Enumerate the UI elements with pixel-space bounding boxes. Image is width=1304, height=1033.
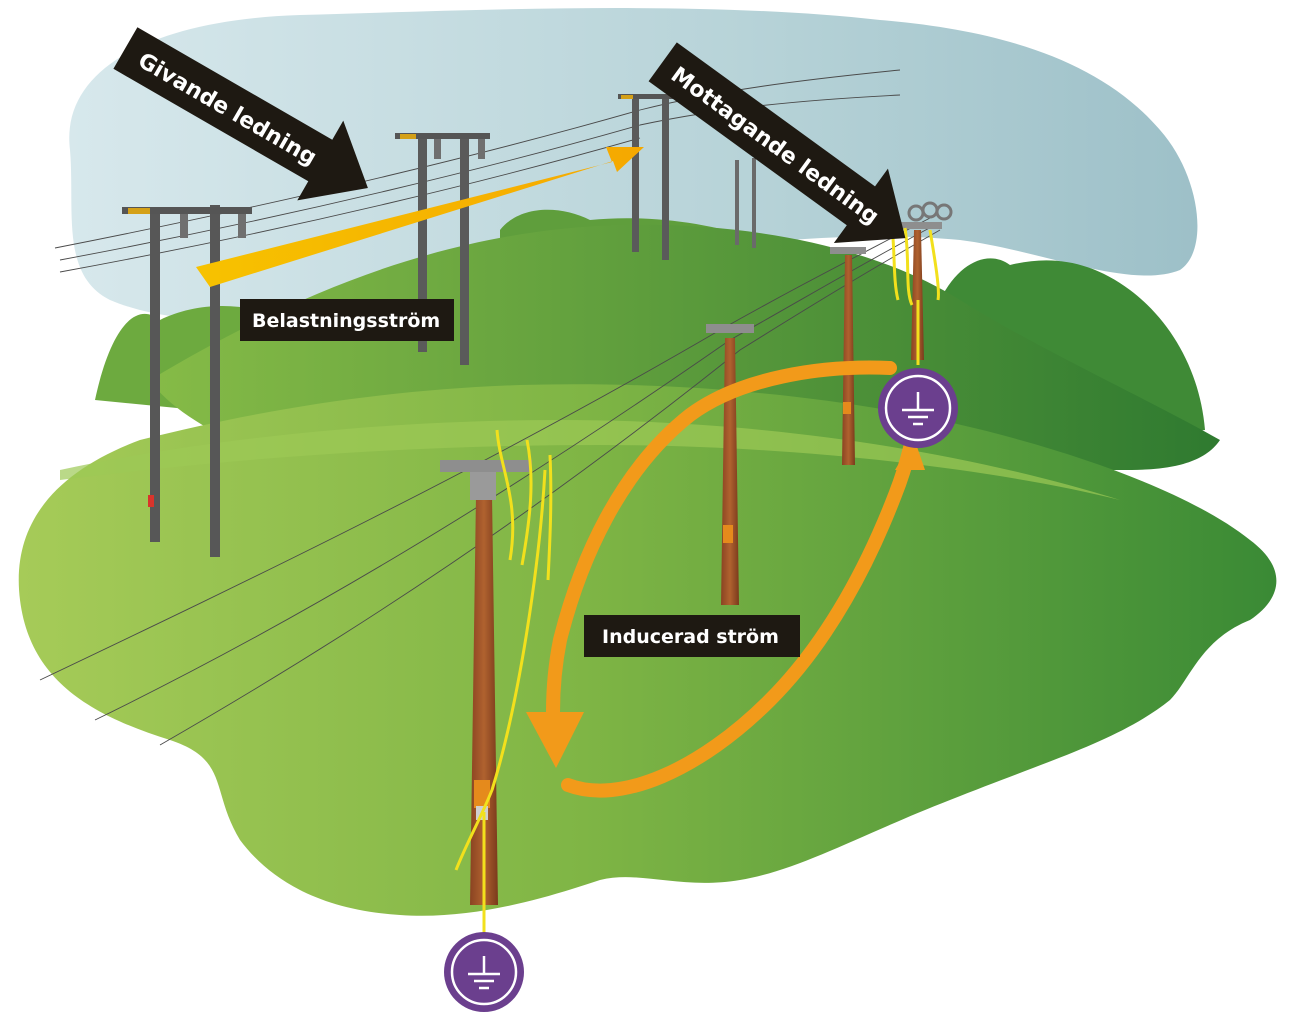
load-current-label: Belastningsström	[252, 310, 440, 332]
induced-current-arrow-down	[546, 360, 897, 719]
ground-icon	[444, 932, 524, 1012]
induced-current-arrow-up	[561, 441, 917, 798]
steel-pole-mid	[395, 133, 490, 365]
steel-pole-far	[618, 94, 756, 260]
induced-current-label: Inducerad ström	[602, 626, 779, 648]
meadow-ridge	[60, 420, 1120, 500]
induced-arrowhead-down	[526, 712, 584, 768]
induced-current-label-box: Inducerad ström	[584, 615, 800, 657]
induced-arrowhead-up	[895, 438, 925, 470]
wood-pole-far	[900, 201, 953, 360]
wood-pole-back	[830, 247, 866, 465]
back-hill-right	[940, 258, 1205, 440]
steel-pole-left	[122, 205, 252, 557]
load-current-label-box: Belastningsström	[240, 299, 454, 341]
ground-icon	[878, 368, 958, 448]
wood-pole-mid	[706, 324, 754, 605]
induced-current-loop	[526, 360, 925, 798]
load-current-arrow	[196, 147, 644, 287]
